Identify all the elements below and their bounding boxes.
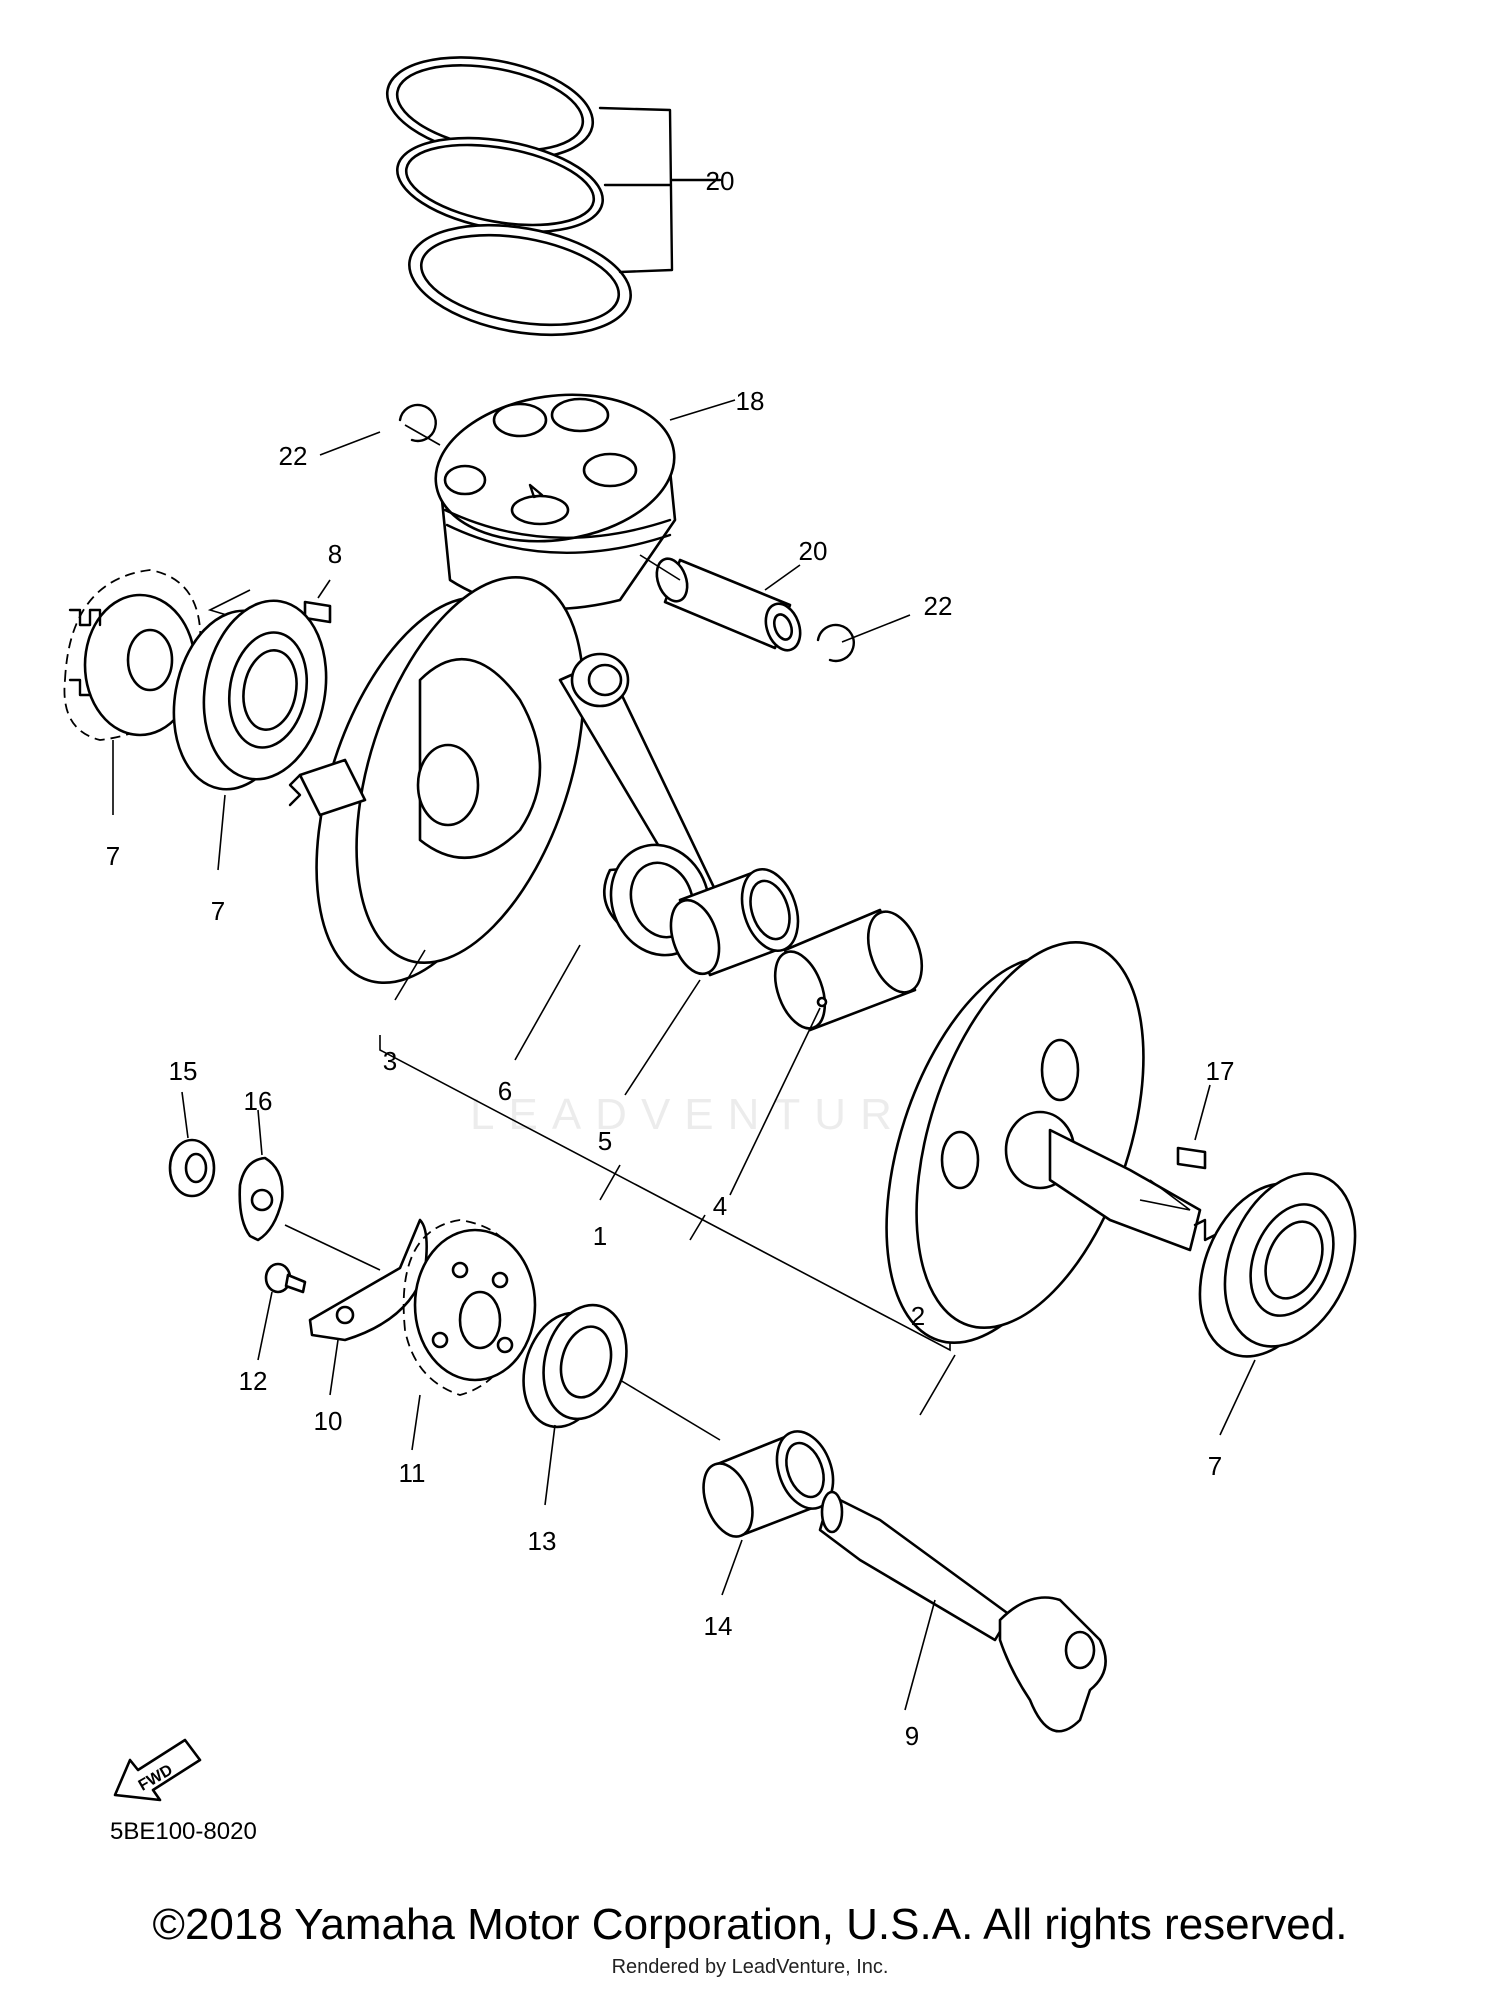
callout-3: 3 bbox=[383, 1046, 397, 1076]
callout-2: 2 bbox=[911, 1301, 925, 1331]
callout-9: 8 bbox=[328, 539, 342, 569]
callout-10: 9 bbox=[905, 1721, 919, 1751]
balancer-shaft-collar bbox=[702, 1430, 835, 1596]
crank-bearing-left bbox=[172, 599, 328, 871]
callout-7-left: 7 bbox=[211, 896, 225, 926]
callout-6: 6 bbox=[498, 1076, 512, 1106]
leadventure-watermark: LEADVENTURE bbox=[470, 1090, 950, 1139]
lock-washer bbox=[238, 1109, 381, 1271]
callout-11: 10 bbox=[314, 1406, 343, 1436]
forward-direction-arrow-icon: FWD bbox=[113, 1738, 202, 1802]
plate-bolt bbox=[257, 1262, 307, 1361]
piston-rings bbox=[385, 56, 722, 337]
copyright-notice: ©2018 Yamaha Motor Corporation, U.S.A. A… bbox=[152, 1900, 1348, 1949]
callout-7-right: 7 bbox=[1208, 1451, 1222, 1481]
callout-19: 18 bbox=[736, 386, 765, 416]
callout-22-right: 22 bbox=[924, 591, 953, 621]
balancer-bearing bbox=[522, 1303, 721, 1506]
callout-17: 16 bbox=[244, 1086, 273, 1116]
crank-web-right bbox=[885, 940, 1217, 1416]
callout-18: 17 bbox=[1206, 1056, 1235, 1086]
callout-22-left: 22 bbox=[279, 441, 308, 471]
callout-20: 20 bbox=[706, 166, 735, 196]
balancer-shaft bbox=[818, 1490, 1107, 1733]
piston-pin bbox=[639, 554, 802, 652]
balancer-weight-plate bbox=[308, 1218, 428, 1396]
crank-pin bbox=[729, 908, 924, 1196]
callout-labels: 20 18 22 8 20 22 7 7 3 6 5 1 4 2 15 16 1… bbox=[106, 166, 1235, 1751]
callout-16: 15 bbox=[169, 1056, 198, 1086]
callout-13: 12 bbox=[239, 1366, 268, 1396]
callout-4: 4 bbox=[713, 1191, 727, 1221]
callout-15: 14 bbox=[704, 1611, 733, 1641]
balancer-nut bbox=[168, 1091, 216, 1198]
rendered-by-credit: Rendered by LeadVenture, Inc. bbox=[611, 1956, 889, 1978]
diagram-code: 5BE100-8020 bbox=[110, 1818, 257, 1845]
crankpin-needle-bearing bbox=[624, 867, 800, 1096]
callout-8: 7 bbox=[106, 841, 120, 871]
callout-5: 5 bbox=[598, 1126, 612, 1156]
piston-pin-circlips bbox=[319, 403, 911, 663]
callout-12: 11 bbox=[399, 1458, 426, 1488]
woodruff-key-right bbox=[1139, 1084, 1211, 1211]
connecting-rod bbox=[514, 652, 722, 1061]
crank-web-left bbox=[288, 575, 585, 1001]
callout-1: 1 bbox=[593, 1221, 607, 1251]
balancer-drive-gear bbox=[402, 1219, 537, 1451]
callout-14: 13 bbox=[528, 1526, 557, 1556]
crank-bearing-right bbox=[1198, 1172, 1357, 1436]
callout-21: 20 bbox=[799, 536, 828, 566]
piston bbox=[434, 393, 736, 611]
